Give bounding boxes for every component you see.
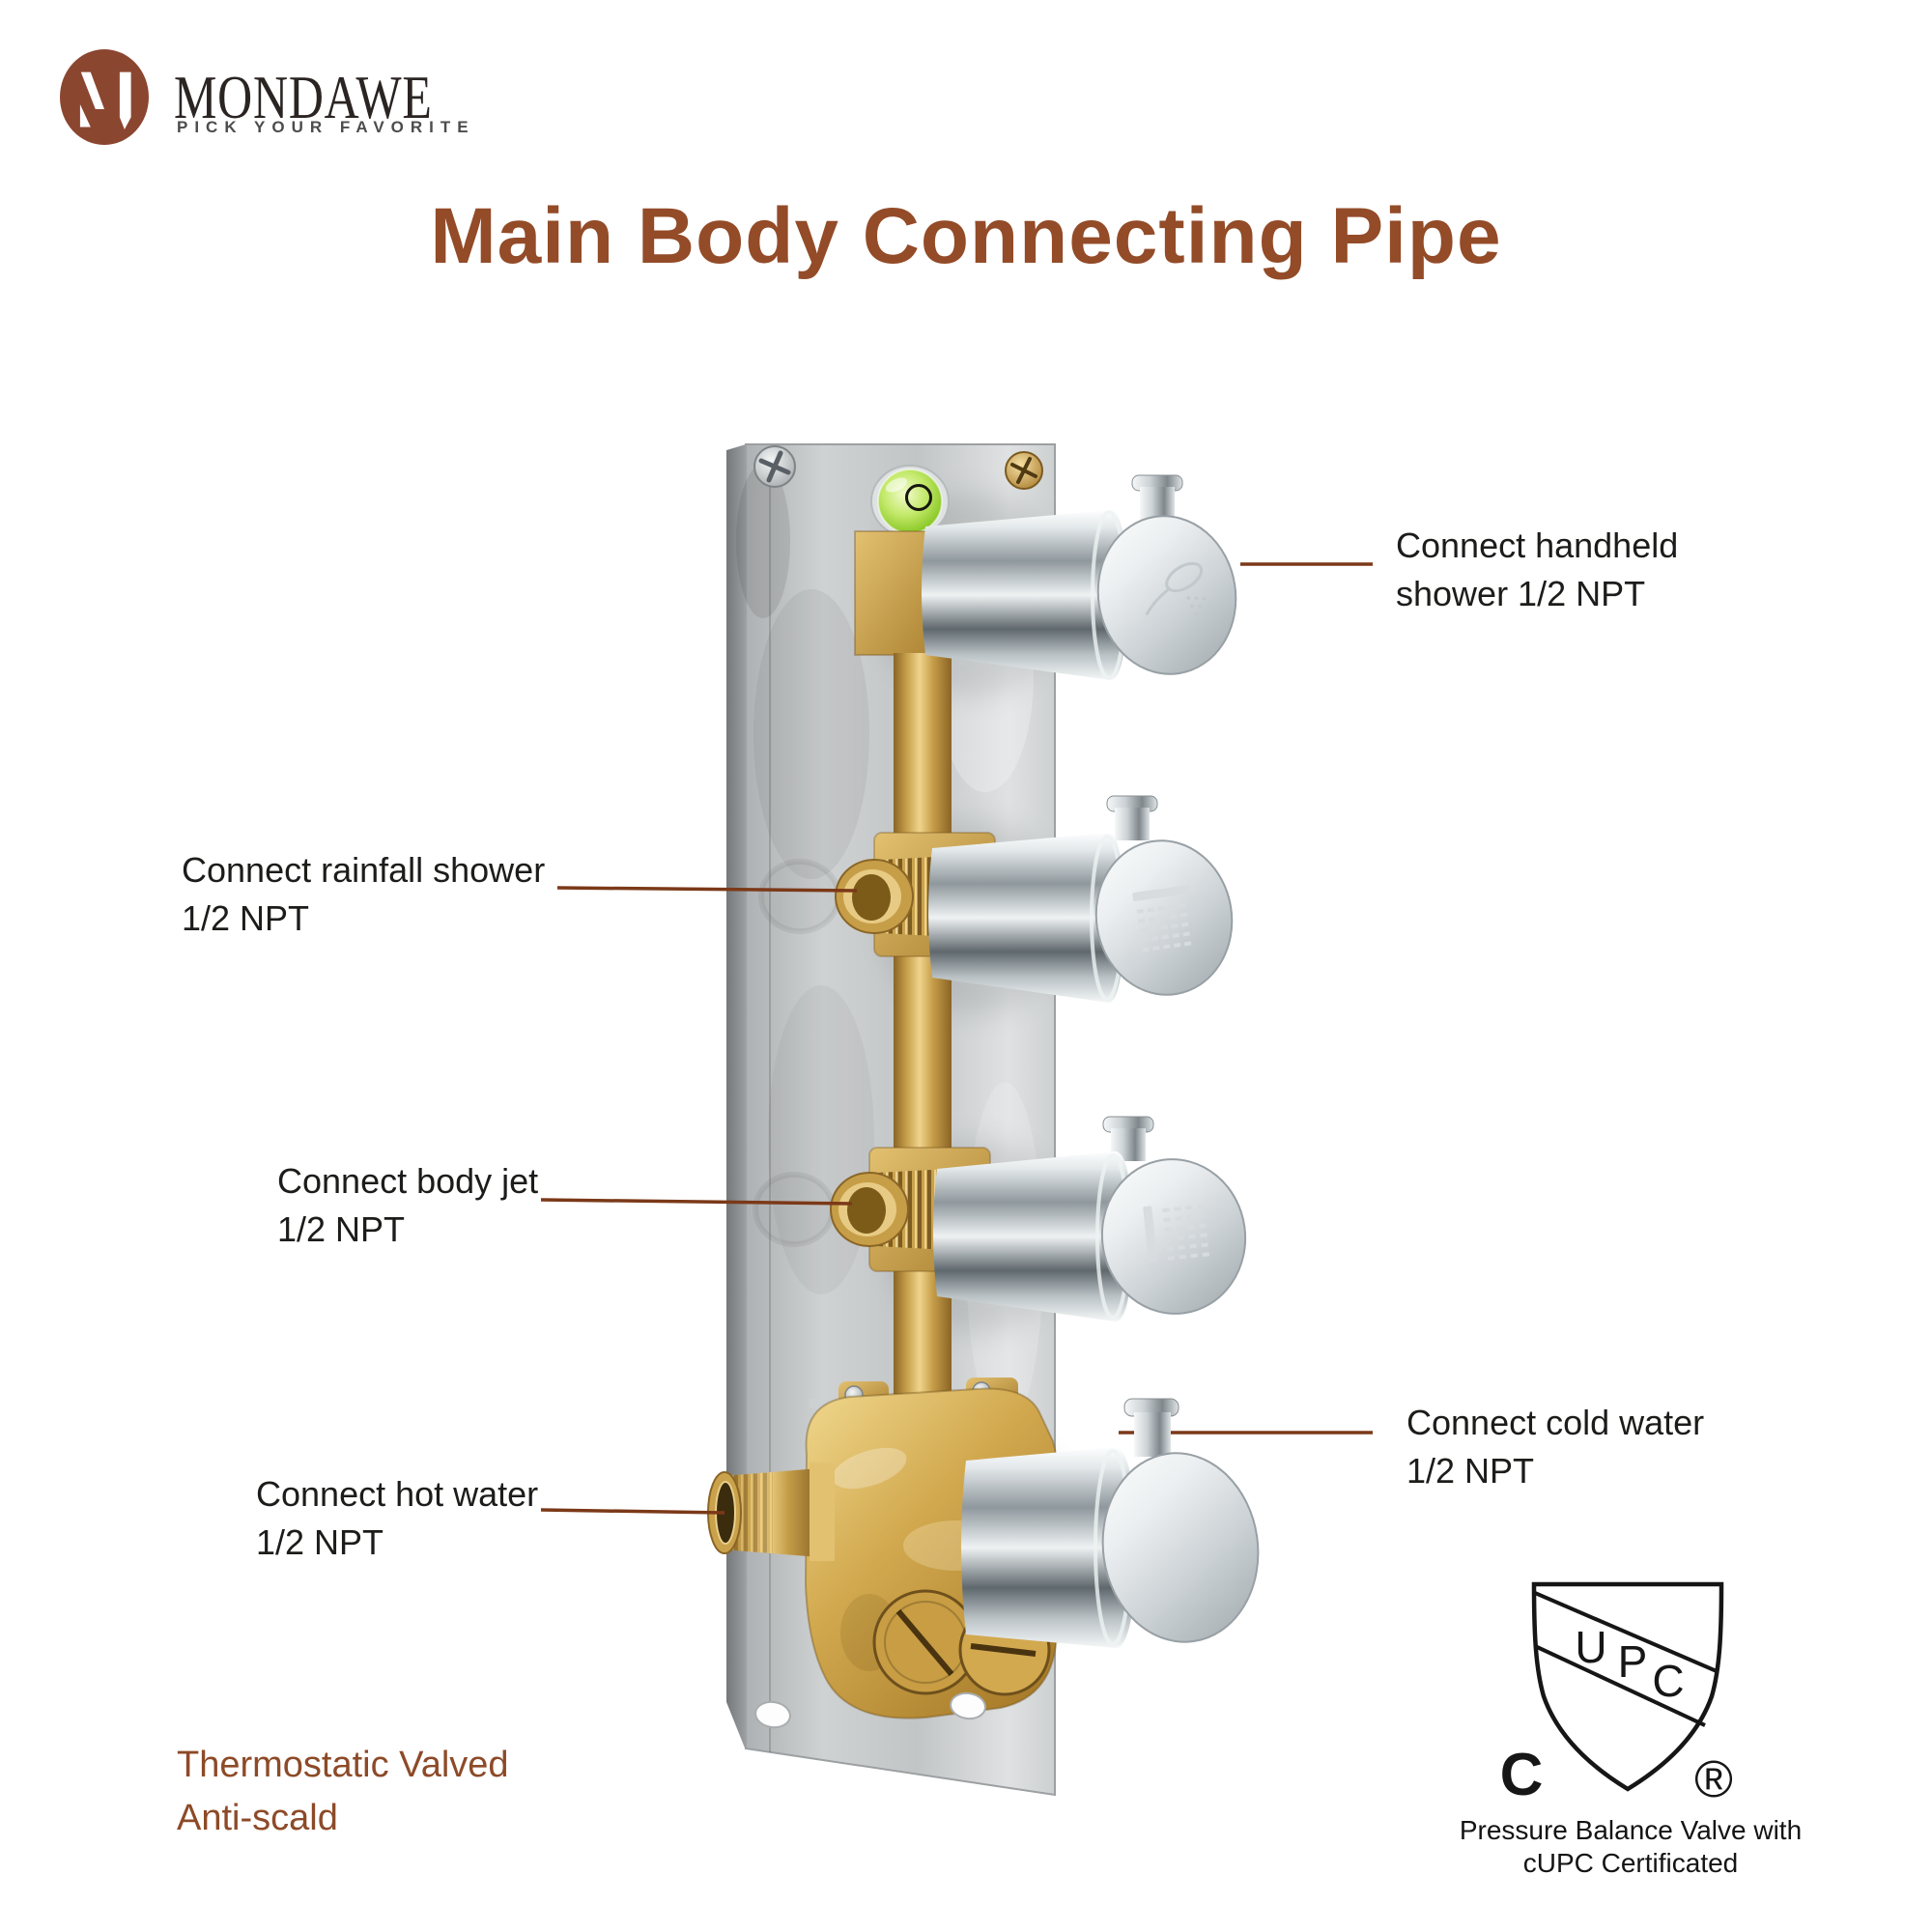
thermostatic-note: Thermostatic Valved Anti-scald	[177, 1739, 509, 1845]
callout-handheld-line2: shower 1/2 NPT	[1396, 574, 1646, 613]
callout-body-jet-line1: Connect body jet	[277, 1161, 539, 1201]
shield-letter-u: U	[1575, 1622, 1606, 1672]
note-line1: Thermostatic Valved	[177, 1745, 509, 1785]
plate-screw-right	[1005, 451, 1043, 490]
mondawe-monogram-icon	[79, 71, 131, 129]
knob-rainfall-shower	[928, 795, 1234, 1003]
callout-body-jet-line2: 1/2 NPT	[277, 1209, 406, 1249]
cert-caption-line2: cUPC Certificated	[1522, 1848, 1739, 1878]
cert-caption-line1: Pressure Balance Valve with	[1459, 1815, 1803, 1845]
leader-lines	[540, 562, 1373, 1515]
cert-registered-mark: ®	[1694, 1750, 1733, 1808]
plate-screw-left	[753, 445, 796, 488]
callout-rainfall-line2: 1/2 NPT	[182, 898, 310, 938]
callout-hot-water: Connect hot water 1/2 NPT	[256, 1470, 538, 1567]
knob-handheld-shower	[922, 474, 1237, 680]
callout-cold-water-line2: 1/2 NPT	[1406, 1451, 1535, 1491]
callout-rainfall-line1: Connect rainfall shower	[182, 850, 546, 890]
cert-c-mark: C	[1500, 1742, 1544, 1808]
callout-handheld-line1: Connect handheld	[1396, 526, 1679, 565]
knob-body-jet	[933, 1116, 1247, 1321]
callout-hot-water-line1: Connect hot water	[256, 1474, 539, 1514]
body-jet-icon	[1143, 1204, 1209, 1263]
leader-line-body-jet	[540, 1198, 853, 1206]
knob-mixer	[961, 1398, 1260, 1648]
leader-line-rainfall	[556, 886, 858, 893]
handheld-shower-icon	[1145, 561, 1210, 616]
callout-hot-water-line2: 1/2 NPT	[256, 1522, 384, 1562]
brand-tagline: PICK YOUR FAVORITE	[177, 118, 475, 136]
callout-rainfall-shower: Connect rainfall shower 1/2 NPT	[182, 846, 545, 943]
spirit-level	[870, 465, 950, 538]
page-title: Main Body Connecting Pipe	[430, 192, 1502, 280]
callout-body-jet: Connect body jet 1/2 NPT	[277, 1157, 538, 1254]
mounting-holes	[754, 1691, 986, 1729]
shield-letter-c: C	[1652, 1656, 1684, 1706]
cert-caption: Pressure Balance Valve with cUPC Certifi…	[1457, 1814, 1804, 1880]
cupc-shield-icon: U P C C ®	[1500, 1581, 1733, 1808]
shield-letter-p: P	[1618, 1636, 1648, 1687]
leader-line-hot-water	[540, 1508, 725, 1515]
rainfall-shower-icon	[1132, 885, 1192, 952]
callout-cold-water-line1: Connect cold water	[1406, 1403, 1705, 1442]
callout-cold-water: Connect cold water 1/2 NPT	[1406, 1399, 1704, 1495]
brand-logo	[60, 49, 149, 145]
brand-name: MONDAWE	[174, 63, 433, 131]
callout-handheld-shower: Connect handheld shower 1/2 NPT	[1396, 522, 1678, 618]
note-line2: Anti-scald	[177, 1798, 338, 1838]
